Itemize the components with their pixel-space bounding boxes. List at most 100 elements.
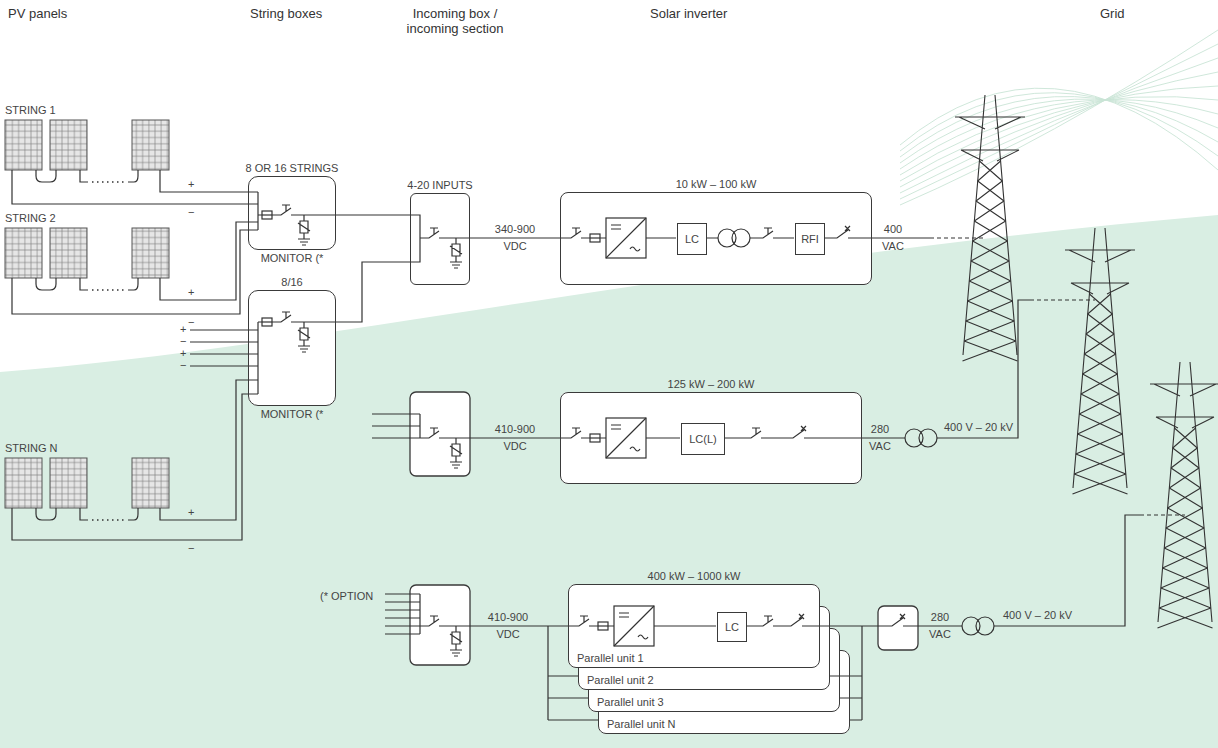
parallel-unit: Parallel unit 2 bbox=[578, 606, 830, 690]
drawing-use bbox=[590, 234, 600, 242]
incoming-box bbox=[410, 392, 918, 665]
drawing-use bbox=[962, 617, 994, 635]
box-heading: 8 OR 16 STRINGS bbox=[246, 162, 339, 174]
drawing-use bbox=[424, 428, 444, 438]
drawing-use bbox=[598, 622, 608, 630]
voltage-label: 400 VAC bbox=[878, 221, 908, 255]
drawing-use bbox=[566, 428, 586, 438]
voltage-label: 340-900 VDC bbox=[490, 221, 540, 255]
drawing-path bbox=[900, 99, 1218, 163]
box-note: MONITOR (* bbox=[261, 252, 324, 264]
unit-label: Parallel unit 3 bbox=[597, 696, 664, 708]
drawing-path bbox=[92, 181, 126, 183]
drawing-use bbox=[424, 616, 444, 626]
drawing-rect bbox=[5, 228, 42, 278]
connector-wire bbox=[470, 237, 560, 238]
voltage-label: 400 V – 20 kV bbox=[1003, 609, 1072, 621]
polarity-sign: − bbox=[188, 316, 194, 328]
drawing-use bbox=[758, 616, 778, 626]
drawing-use bbox=[606, 218, 646, 258]
drawing-path bbox=[92, 289, 126, 291]
drawing-path bbox=[900, 93, 1218, 156]
drawing-use bbox=[1150, 362, 1218, 628]
box-heading: 125 kW – 200 kW bbox=[668, 378, 755, 390]
unit-label: Parallel unit 2 bbox=[587, 674, 654, 686]
drawing-use bbox=[298, 322, 310, 352]
ground-area bbox=[0, 215, 1218, 748]
drawing-path bbox=[12, 222, 248, 314]
column-heading: Incoming box / incoming section bbox=[395, 6, 515, 36]
column-heading: PV panels bbox=[8, 6, 67, 21]
drawing-use bbox=[276, 205, 296, 215]
box-label: LC bbox=[685, 233, 699, 245]
unit-label: Parallel unit N bbox=[607, 718, 675, 730]
drawing-path bbox=[900, 30, 1218, 205]
string-label: STRING 1 bbox=[5, 104, 56, 116]
filter-box: LC bbox=[677, 223, 707, 255]
wiring bbox=[12, 170, 1185, 720]
string-box: 8 OR 16 STRINGSMONITOR (* bbox=[248, 176, 336, 250]
drawing-use bbox=[788, 426, 810, 438]
drawing-use bbox=[1065, 228, 1135, 494]
drawing-use bbox=[566, 228, 586, 238]
drawing-use bbox=[887, 614, 909, 626]
drawing-use bbox=[298, 215, 310, 245]
voltage-label: 400 V – 20 kV bbox=[944, 421, 1013, 433]
drawing-rect bbox=[248, 290, 336, 406]
connector-wire bbox=[336, 214, 410, 215]
string-label: STRING 2 bbox=[5, 212, 56, 224]
drawing-path bbox=[92, 519, 126, 521]
filter-box: RFI bbox=[795, 223, 825, 255]
solar-inverter: 125 kW – 200 kWLC(L) bbox=[560, 392, 862, 484]
drawing-path bbox=[410, 215, 470, 262]
drawing-path bbox=[830, 626, 862, 720]
box-note: MONITOR (* bbox=[261, 408, 324, 420]
filter-box: LC(L) bbox=[681, 423, 725, 455]
connector-wire bbox=[336, 262, 410, 322]
footnote: (* OPTION bbox=[320, 590, 373, 602]
drawing-path bbox=[560, 300, 1030, 438]
box-heading: 10 kW – 100 kW bbox=[676, 178, 757, 190]
polarity-sign: − bbox=[188, 542, 194, 554]
box-label: LC(L) bbox=[689, 433, 717, 445]
box-label: RFI bbox=[801, 233, 819, 245]
drawing-path bbox=[1140, 514, 1185, 515]
drawing-rect bbox=[878, 606, 918, 650]
drawing-path bbox=[930, 237, 985, 238]
polarity-sign: + bbox=[188, 286, 194, 298]
drawing-use bbox=[614, 606, 654, 646]
box-heading: 4-20 INPUTS bbox=[407, 179, 472, 191]
voltage-label: 410-900 VDC bbox=[483, 609, 533, 643]
drawing-g bbox=[5, 120, 169, 520]
drawing-use bbox=[262, 318, 272, 326]
drawing-path bbox=[12, 380, 248, 540]
drawing-path bbox=[190, 330, 248, 366]
drawing-rect bbox=[50, 228, 87, 278]
drawing-path bbox=[900, 86, 1218, 181]
polarity-sign: + bbox=[180, 323, 186, 335]
box-fills bbox=[248, 176, 872, 734]
polarity-sign: + bbox=[188, 506, 194, 518]
drawing-path bbox=[900, 72, 1218, 187]
drawing-use bbox=[746, 428, 766, 438]
drawing-use bbox=[718, 229, 750, 247]
drawing-use bbox=[590, 434, 600, 442]
drawing-rect bbox=[132, 228, 169, 278]
drawing-path bbox=[900, 44, 1218, 199]
drawing-rect bbox=[410, 193, 470, 285]
drawing-g bbox=[900, 30, 1218, 205]
column-heading: Grid bbox=[1100, 6, 1125, 21]
drawing-path bbox=[900, 88, 1218, 170]
incoming-box: 4-20 INPUTS bbox=[410, 193, 470, 285]
string-label: STRING N bbox=[5, 442, 58, 454]
parallel-unit: 400 kW – 1000 kWParallel unit 1LC bbox=[568, 584, 820, 668]
drawing-path bbox=[36, 508, 138, 520]
drawing-path bbox=[248, 192, 336, 230]
drawing-path bbox=[248, 322, 336, 394]
drawing-rect bbox=[410, 585, 470, 665]
drawing-rect bbox=[132, 458, 169, 508]
drawing-rect bbox=[132, 120, 169, 170]
drawing-use bbox=[424, 228, 444, 238]
